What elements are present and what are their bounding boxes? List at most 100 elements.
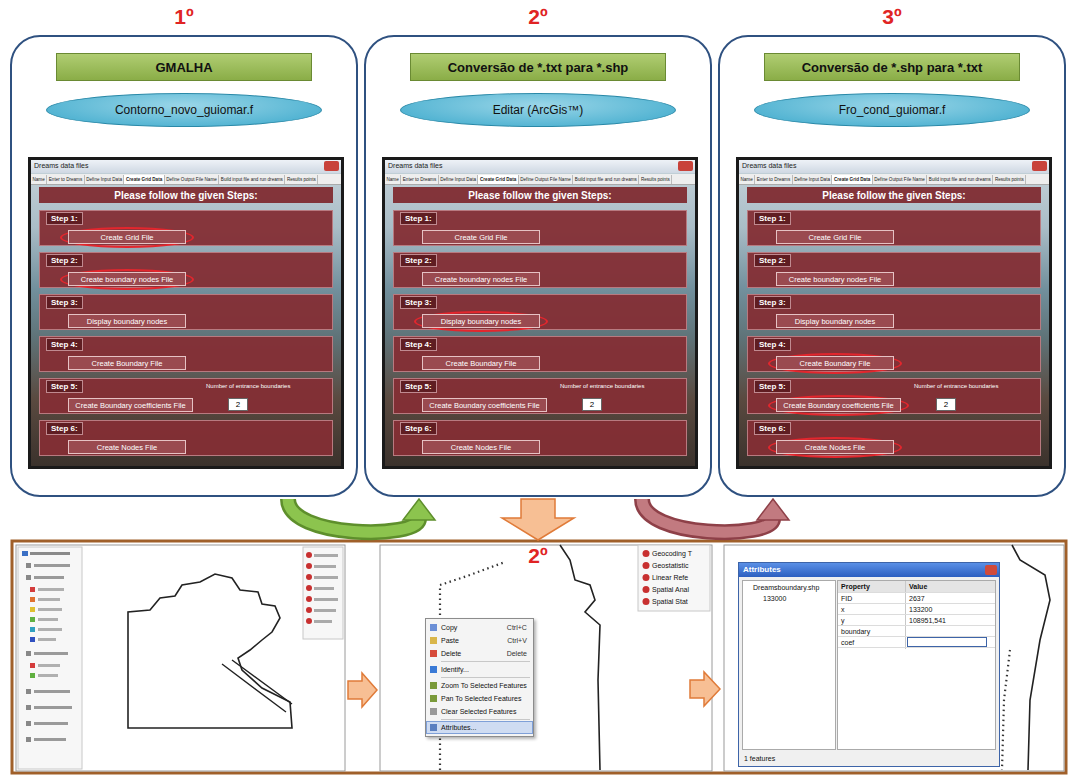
button-text: Create Boundary coefficients File [429, 401, 539, 410]
step-label: Step 4: [754, 338, 791, 351]
step-band: Step 6: Create Nodes File [39, 420, 333, 456]
menu-icon [430, 724, 437, 731]
arcgis-screenshot-middle [380, 545, 712, 771]
attributes-window: AttributesDreamsboundary.shp133000Proper… [738, 562, 1000, 767]
tab-label: Create Grid Data [478, 175, 518, 184]
arcgis-screenshot-left-part [314, 554, 338, 557]
stage-title: Conversão de *.shp para *.txt [802, 60, 983, 75]
orange-step-arrow-part [690, 672, 720, 706]
arcgis-screenshot-middle-part [638, 545, 710, 611]
arcgis-screenshot-left-part [38, 638, 56, 641]
toolbox-label: Geostatistic [652, 561, 689, 570]
tab-row: NameEnter to DreamsDefine Input DataCrea… [385, 174, 695, 185]
orange-step-arrow [690, 672, 720, 706]
arcgis-screenshot-left-part [34, 690, 70, 693]
tab-label: Build input file and run dreams [927, 175, 993, 184]
stage-title-box: Conversão de *.shp para *.txt [764, 53, 1020, 81]
menu-item: CopyCtrl+C [426, 621, 533, 634]
button-text: Create Nodes File [451, 443, 511, 452]
steps-header: Please follow the given Steps: [39, 187, 333, 203]
menu-text: Attributes... [441, 724, 476, 731]
menu-item: Zoom To Selected Features [426, 679, 533, 692]
orange-step-arrow-part [348, 673, 377, 707]
step-band: Step 3:Display boundary nodes [747, 294, 1041, 330]
button-text: Create Boundary coefficients File [75, 401, 185, 410]
grid-row-line [838, 614, 995, 615]
step-label: Step 6: [46, 422, 83, 435]
step-band: Step 5:Number of entrance boundariesCrea… [747, 378, 1041, 414]
tab-label: Define Output File Name [165, 175, 220, 184]
step-button: Create Boundary coefficients File [68, 398, 193, 412]
tab-label: Create Grid Data [832, 175, 872, 184]
step-button: Display boundary nodes [68, 314, 186, 328]
arcgis-screenshot-left-part [30, 637, 35, 642]
step-button: Create boundary nodes File [776, 272, 894, 286]
number-input: 2 [936, 398, 956, 411]
steps-heading: Please follow the given Steps: [822, 190, 965, 201]
arcgis-screenshot-left-part [26, 705, 31, 710]
block-arrow [502, 499, 574, 540]
tab-label: Name [31, 175, 47, 184]
arcgis-screenshot-left-part [314, 609, 336, 612]
button-text: Create Nodes File [97, 443, 157, 452]
button-text: Display boundary nodes [795, 317, 875, 326]
app-window: Dreams data filesNameEnter to DreamsDefi… [382, 157, 698, 469]
attribute-text: Dreamsboundary.shp [753, 583, 819, 592]
bottom-strip-part [12, 541, 1066, 773]
window-title: Dreams data files [388, 162, 442, 169]
arcgis-screenshot-left-part [34, 652, 68, 655]
arcgis-screenshot-middle-part [643, 598, 650, 605]
button-text: Create Boundary File [446, 359, 517, 368]
button-text: Create Nodes File [805, 443, 865, 452]
steps-heading: Please follow the given Steps: [468, 190, 611, 201]
number-input: 2 [228, 398, 248, 411]
arcgis-screenshot-left-part [314, 576, 338, 579]
button-text: Create boundary nodes File [435, 275, 528, 284]
step-label: Step 1: [46, 212, 83, 225]
toolbox-label: Linear Refe [652, 573, 688, 582]
step-button: Create Boundary coefficients File [776, 398, 901, 412]
stage-number: 3º [720, 5, 1064, 29]
arcgis-screenshot-left-part [306, 552, 312, 558]
menu-item: Pan To Selected Features [426, 692, 533, 705]
menu-icon [430, 624, 437, 631]
step-band: Step 6:Create Nodes File [747, 420, 1041, 456]
menu-shortcut: Ctrl+V [507, 637, 527, 644]
close-button [985, 565, 997, 575]
stage-title-box: Conversão de *.txt para *.shp [410, 53, 666, 81]
arrow-body [642, 499, 773, 532]
button-text: Display boundary nodes [87, 317, 167, 326]
tab-label: Results points [639, 175, 672, 184]
attribute-text: boundary [841, 627, 870, 636]
attribute-text: Value [909, 582, 927, 591]
stage-panel: 3ºConversão de *.shp para *.txtFro_cond_… [718, 35, 1066, 497]
menu-text: Zoom To Selected Features [441, 682, 527, 689]
attribute-text: y [841, 616, 845, 625]
arcgis-screenshot-left-part [38, 588, 64, 591]
arcgis-strip: 2ºCopyCtrl+CPasteCtrl+VDeleteDeleteIdent… [12, 541, 1066, 773]
arcgis-screenshot-right-part [724, 545, 1064, 771]
toolbox-label: Geocoding T [652, 549, 692, 558]
context-menu: CopyCtrl+CPasteCtrl+VDeleteDeleteIdentif… [425, 618, 534, 737]
menu-separator [441, 677, 530, 678]
toolbox-label: Spatial Anal [652, 585, 689, 594]
menu-icon [430, 650, 437, 657]
arcgis-screenshot-left-part [30, 673, 35, 678]
step-band: Step 2:Create boundary nodes File [393, 252, 687, 288]
tab-label: Results points [993, 175, 1026, 184]
tab-label: Enter to Dreams [47, 175, 84, 184]
arcgis-screenshot-left-part [222, 660, 292, 712]
number-input: 2 [582, 398, 602, 411]
step-button: Display boundary nodes [776, 314, 894, 328]
step-label: Step 3: [400, 296, 437, 309]
step-label: Step 4: [46, 338, 83, 351]
arcgis-screenshot-right-part [1002, 650, 1010, 770]
arcgis-screenshot-left-part [18, 547, 82, 769]
arcgis-screenshot-left-part [26, 575, 31, 580]
arcgis-screenshot-left-part [38, 664, 60, 667]
tab-label: Enter to Dreams [401, 175, 438, 184]
steps-header: Please follow the given Steps: [747, 187, 1041, 203]
attribute-text: Property [841, 582, 870, 591]
step-label: Step 5: [400, 380, 437, 393]
tab-label: Define Output File Name [519, 175, 574, 184]
